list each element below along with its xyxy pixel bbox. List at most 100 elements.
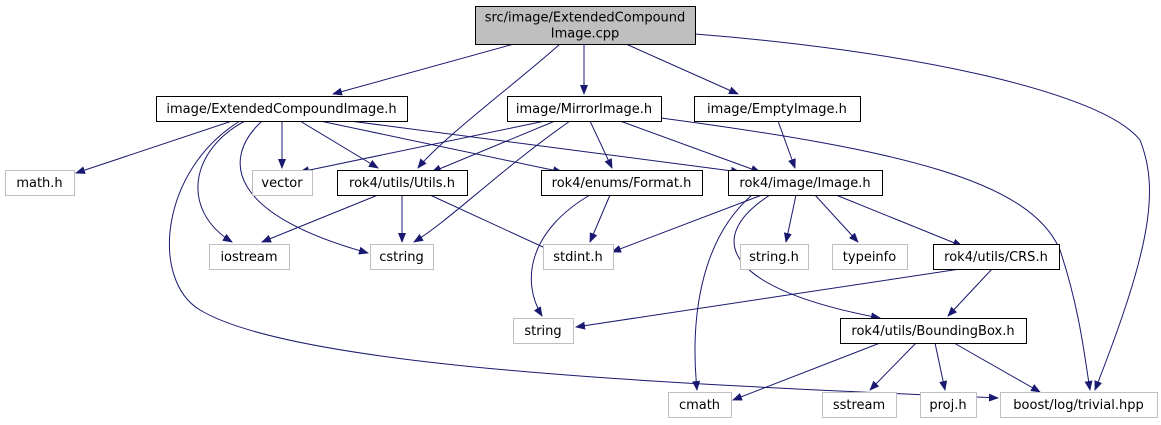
node-iostream: iostream xyxy=(209,244,290,270)
node-box xyxy=(933,244,1060,270)
node-box xyxy=(209,244,290,270)
edge-rok4-image-image-h-to-string-h xyxy=(783,194,797,243)
node-box xyxy=(475,6,696,45)
edge-rok4-utils-utils-h-to-iostream xyxy=(261,194,379,243)
node-proj-h: proj.h xyxy=(920,392,977,418)
node-label: image/EmptyImage.h xyxy=(707,102,847,117)
edge-rok4-enums-format-h-to-string xyxy=(530,194,591,317)
edge-rok4-enums-format-h-to-stdint-h xyxy=(589,194,611,243)
edge-rok4-image-image-h-to-rok4-utils-crs-h xyxy=(835,194,963,247)
node-label: Image.cpp xyxy=(551,27,620,42)
node-label: typeinfo xyxy=(843,250,896,265)
node-label: rok4/utils/CRS.h xyxy=(944,250,1048,265)
node-box xyxy=(507,96,662,122)
node-label: rok4/utils/BoundingBox.h xyxy=(851,324,1014,339)
node-image-extendedcompoundimage-h[interactable]: image/ExtendedCompoundImage.h xyxy=(156,96,408,122)
edge-image-mirrorimage-h-to-rok4-image-image-h xyxy=(619,120,761,173)
edge-image-extendedcompoundimage-h-to-rok4-enums-format-h xyxy=(319,120,563,175)
node-label: rok4/enums/Format.h xyxy=(552,176,692,191)
node-box xyxy=(728,170,883,196)
node-image-emptyimage-h[interactable]: image/EmptyImage.h xyxy=(694,96,861,122)
node-cstring: cstring xyxy=(370,244,434,270)
node-label: image/MirrorImage.h xyxy=(516,102,652,117)
node-stdint-h: stdint.h xyxy=(543,244,614,270)
node-box xyxy=(543,244,614,270)
node-label: rok4/utils/Utils.h xyxy=(349,176,455,191)
node-label: sstream xyxy=(833,398,885,413)
node-math-h: math.h xyxy=(5,170,75,196)
node-rok4-enums-format-h[interactable]: rok4/enums/Format.h xyxy=(541,170,703,196)
node-vector: vector xyxy=(252,170,313,196)
edge-rok4-utils-crs-h-to-rok4-utils-boundingbox-h xyxy=(947,268,993,317)
node-label: proj.h xyxy=(929,398,966,413)
node-label: cmath xyxy=(679,398,720,413)
node-box xyxy=(694,96,861,122)
edge-rok4-utils-boundingbox-h-to-boost-log-trivial-hpp xyxy=(953,342,1041,393)
node-string-h: string.h xyxy=(740,244,809,270)
edge-image-extendedcompoundimage-h-to-cstring xyxy=(239,120,369,255)
node-label: iostream xyxy=(220,250,277,265)
node-rok4-utils-boundingbox-h[interactable]: rok4/utils/BoundingBox.h xyxy=(840,318,1027,344)
node-sstream: sstream xyxy=(822,392,897,418)
node-typeinfo: typeinfo xyxy=(832,244,908,270)
edge-rok4-utils-boundingbox-h-to-proj-h xyxy=(934,342,948,391)
edge-src-image-extendedcompoundimage-cpp-to-image-extendedcompoundimage-h xyxy=(332,43,515,96)
node-label: src/image/ExtendedCompound xyxy=(485,11,686,26)
edge-image-mirrorimage-h-to-rok4-enums-format-h xyxy=(589,120,613,169)
edge-image-extendedcompoundimage-h-to-iostream xyxy=(197,120,246,243)
node-image-mirrorimage-h[interactable]: image/MirrorImage.h xyxy=(507,96,662,122)
edge-image-mirrorimage-h-to-rok4-utils-utils-h xyxy=(431,120,556,173)
node-rok4-image-image-h[interactable]: rok4/image/Image.h xyxy=(728,170,883,196)
edge-rok4-utils-utils-h-to-stdint-h xyxy=(429,194,557,254)
node-rok4-utils-crs-h[interactable]: rok4/utils/CRS.h xyxy=(933,244,1060,270)
node-box xyxy=(541,170,703,196)
node-label: rok4/image/Image.h xyxy=(739,176,870,191)
nodes-layer: src/image/ExtendedCompoundImage.cpp image… xyxy=(5,6,1158,418)
node-label: image/ExtendedCompoundImage.h xyxy=(166,102,396,117)
node-boost-log-trivial-hpp: boost/log/trivial.hpp xyxy=(1000,392,1158,418)
edge-rok4-image-image-h-to-cmath xyxy=(692,194,753,391)
edge-src-image-extendedcompoundimage-cpp-to-rok4-utils-utils-h xyxy=(417,43,561,169)
node-string: string xyxy=(513,318,574,344)
node-box xyxy=(832,244,908,270)
edge-rok4-utils-crs-h-to-string xyxy=(575,268,961,330)
node-label: stdint.h xyxy=(553,250,602,265)
edge-src-image-extendedcompoundimage-cpp-to-boost-log-trivial-hpp xyxy=(694,33,1150,391)
node-box xyxy=(370,244,434,270)
node-label: string.h xyxy=(749,250,799,265)
node-box xyxy=(513,318,574,344)
node-label: cstring xyxy=(379,250,423,265)
node-box xyxy=(337,170,468,196)
node-box xyxy=(920,392,977,418)
edge-image-extendedcompoundimage-h-to-boost-log-trivial-hpp xyxy=(168,120,999,402)
edge-rok4-image-image-h-to-stdint-h xyxy=(611,194,763,253)
node-box xyxy=(1000,392,1158,418)
edge-rok4-utils-boundingbox-h-to-sstream xyxy=(869,342,917,391)
node-label: string xyxy=(524,324,561,339)
edge-image-extendedcompoundimage-h-to-rok4-utils-utils-h xyxy=(299,120,379,169)
edge-rok4-utils-boundingbox-h-to-cmath xyxy=(732,342,881,401)
node-box xyxy=(840,318,1027,344)
edge-image-mirrorimage-h-to-cstring xyxy=(413,120,571,243)
node-rok4-utils-utils-h[interactable]: rok4/utils/Utils.h xyxy=(337,170,468,196)
node-box xyxy=(252,170,313,196)
edge-image-emptyimage-h-to-rok4-image-image-h xyxy=(777,120,796,169)
node-src-image-extendedcompoundimage-cpp[interactable]: src/image/ExtendedCompoundImage.cpp xyxy=(475,6,696,45)
node-label: boost/log/trivial.hpp xyxy=(1013,398,1143,413)
edge-image-extendedcompoundimage-h-to-rok4-image-image-h xyxy=(349,120,741,175)
node-box xyxy=(822,392,897,418)
edge-image-mirrorimage-h-to-boost-log-trivial-hpp xyxy=(660,117,1093,391)
edge-rok4-image-image-h-to-typeinfo xyxy=(814,194,859,243)
node-box xyxy=(668,392,732,418)
node-box xyxy=(740,244,809,270)
node-box xyxy=(156,96,408,122)
edge-image-mirrorimage-h-to-vector xyxy=(299,120,546,175)
edges-layer xyxy=(75,33,1150,402)
node-cmath: cmath xyxy=(668,392,732,418)
node-label: math.h xyxy=(16,176,62,191)
edge-src-image-extendedcompoundimage-cpp-to-image-emptyimage-h xyxy=(625,43,739,95)
node-label: vector xyxy=(261,176,303,191)
node-box xyxy=(5,170,75,196)
edge-image-extendedcompoundimage-h-to-math-h xyxy=(75,120,233,174)
